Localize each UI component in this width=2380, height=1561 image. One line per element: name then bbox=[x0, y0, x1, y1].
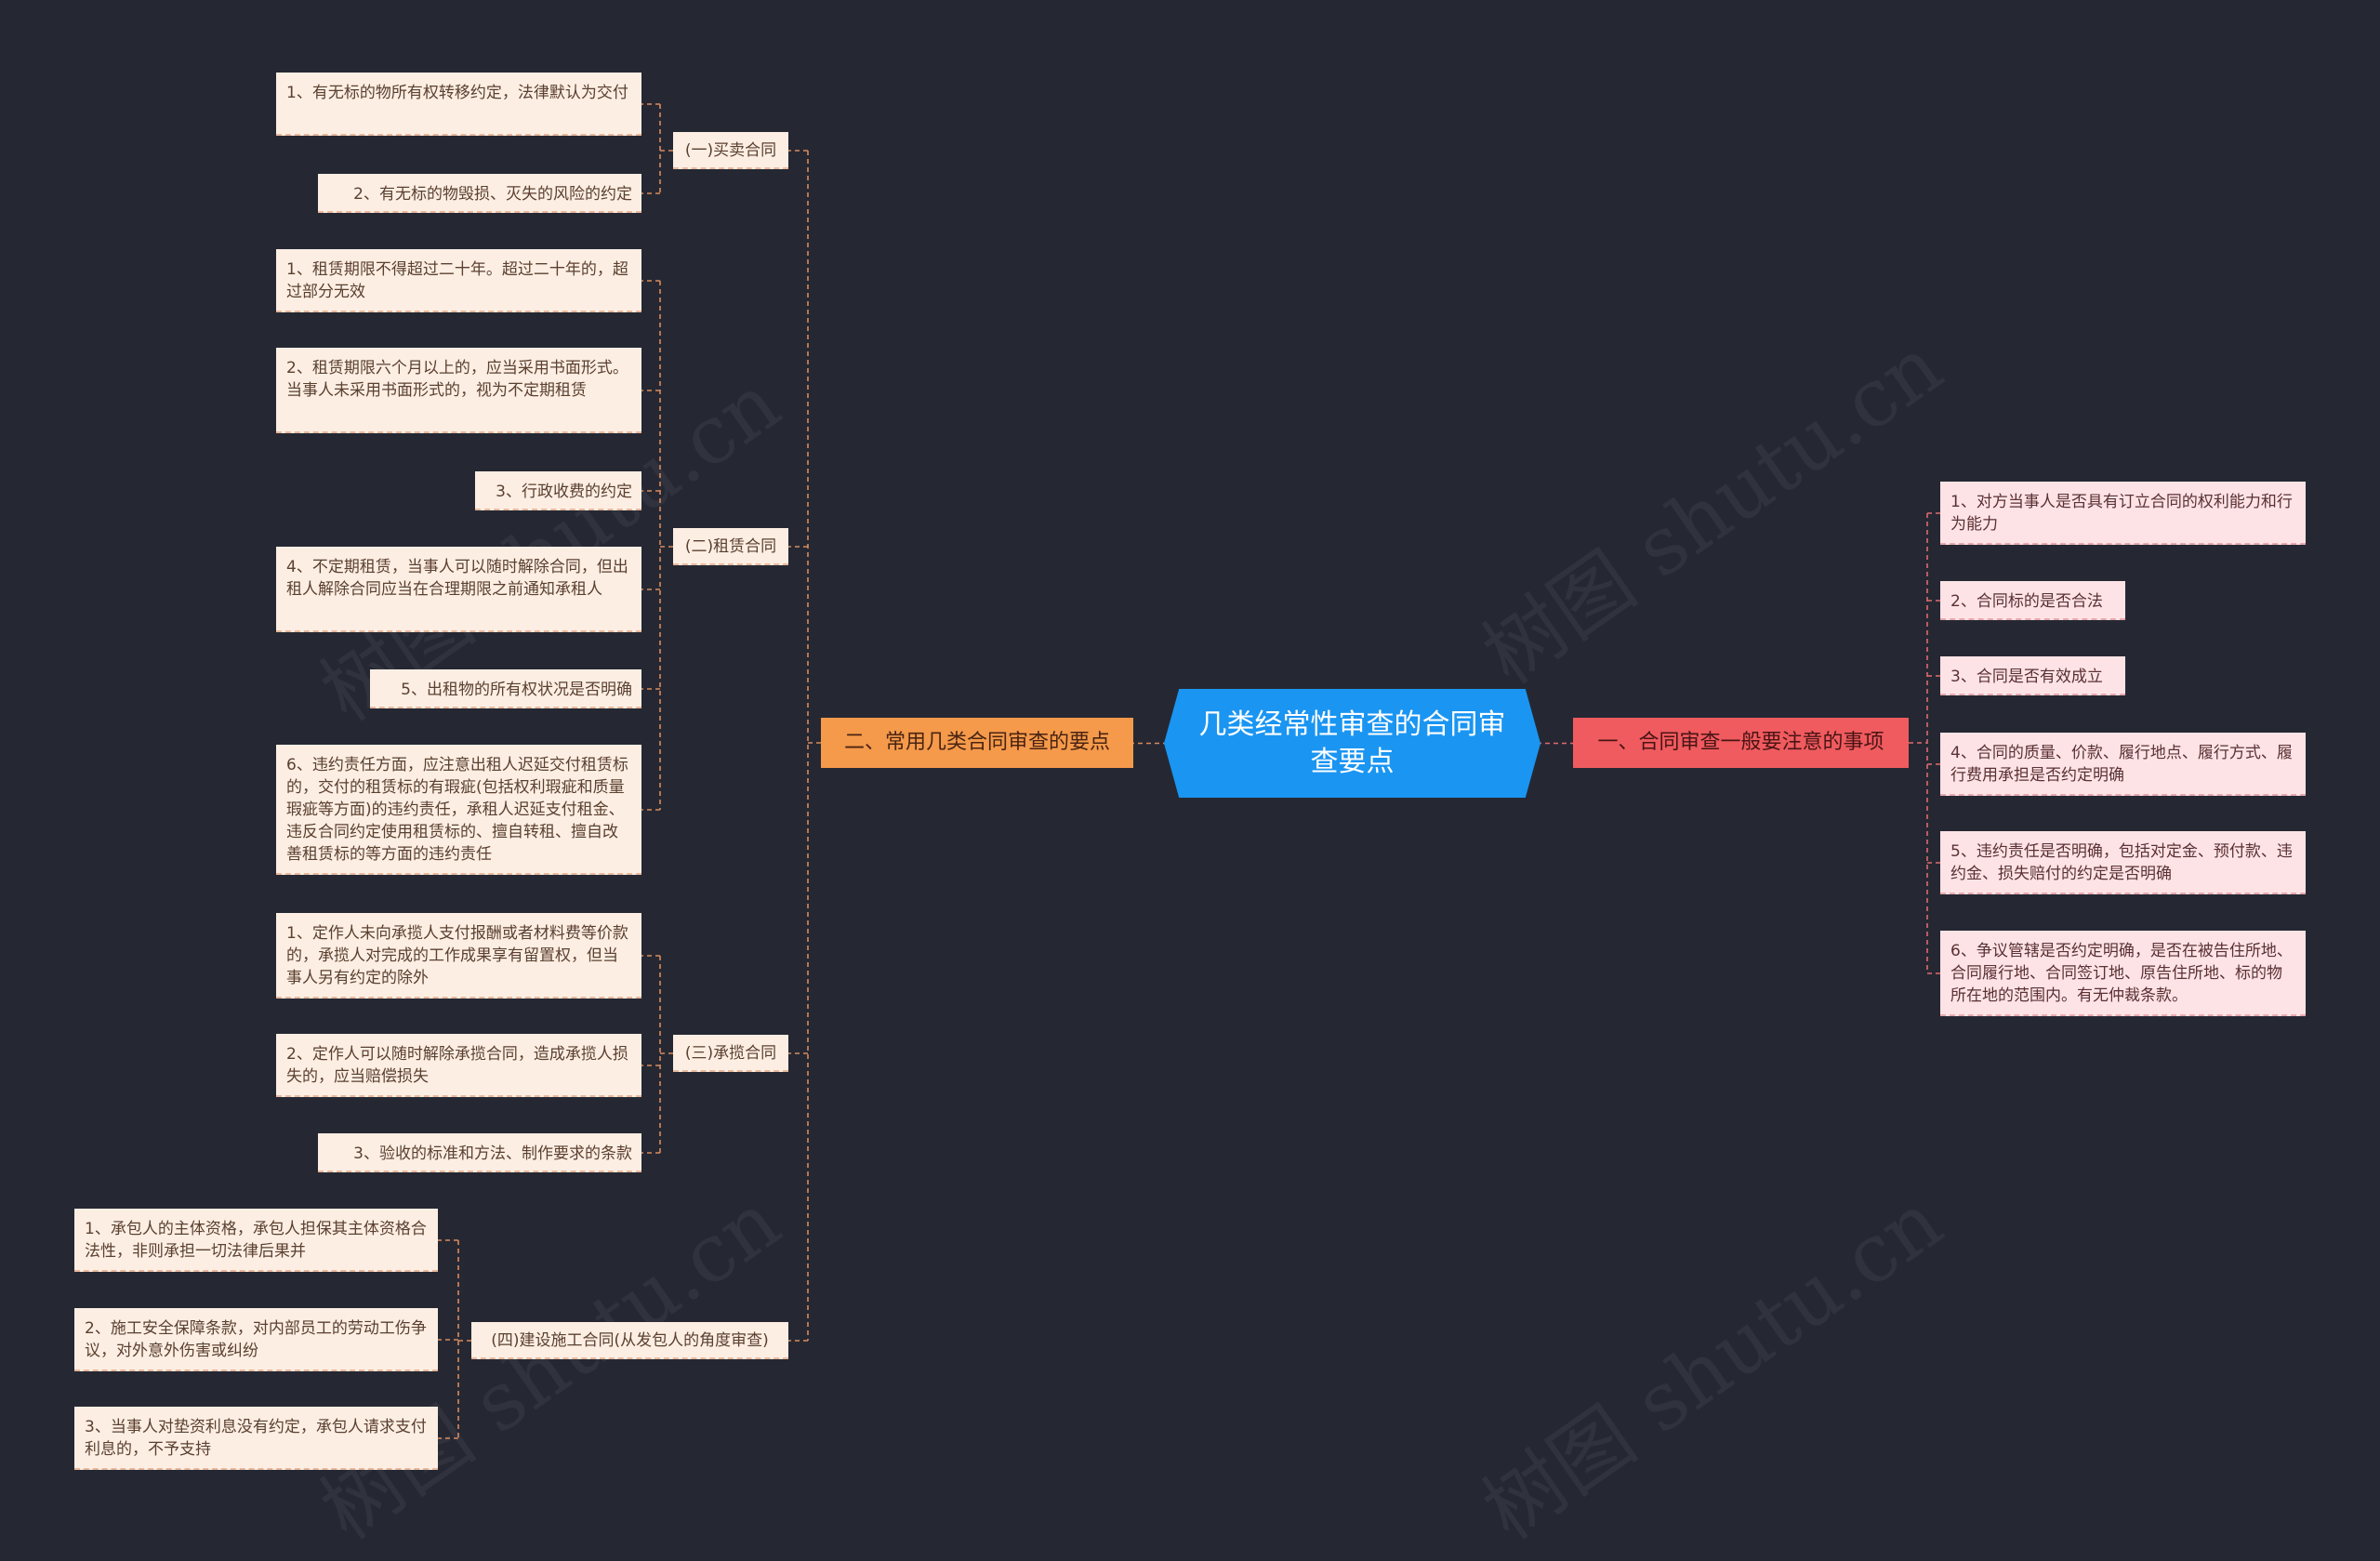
leaf-general-6[interactable]: 6、争议管辖是否约定明确，是否在被告住所地、合同履行地、合同签订地、原告住所地、… bbox=[1940, 931, 2306, 1016]
leaf-lease-2[interactable]: 2、租赁期限六个月以上的，应当采用书面形式。当事人未采用书面形式的，视为不定期租… bbox=[276, 348, 641, 433]
leaf-general-1[interactable]: 1、对方当事人是否具有订立合同的权利能力和行为能力 bbox=[1940, 482, 2306, 545]
branch-general-notes[interactable]: 一、合同审查一般要注意的事项 bbox=[1573, 718, 1909, 768]
leaf-lease-4[interactable]: 4、不定期租赁，当事人可以随时解除合同，但出租人解除合同应当在合理期限之前通知承… bbox=[276, 547, 641, 632]
leaf-lease-5[interactable]: 5、出租物的所有权状况是否明确 bbox=[370, 669, 641, 708]
leaf-lease-6[interactable]: 6、违约责任方面，应注意出租人迟延交付租赁标的，交付的租赁标的有瑕疵(包括权利瑕… bbox=[276, 745, 641, 875]
leaf-sales-2[interactable]: 2、有无标的物毁损、灭失的风险的约定 bbox=[318, 174, 641, 213]
branch-common-contracts[interactable]: 二、常用几类合同审查的要点 bbox=[821, 718, 1133, 768]
leaf-construction-3[interactable]: 3、当事人对垫资利息没有约定，承包人请求支付利息的，不予支持 bbox=[74, 1407, 438, 1470]
leaf-general-3[interactable]: 3、合同是否有效成立 bbox=[1940, 656, 2125, 695]
leaf-construction-2[interactable]: 2、施工安全保障条款，对内部员工的劳动工伤争议，对外意外伤害或纠纷 bbox=[74, 1308, 438, 1371]
leaf-work-2[interactable]: 2、定作人可以随时解除承揽合同，造成承揽人损失的，应当赔偿损失 bbox=[276, 1034, 641, 1097]
group-work-contract[interactable]: (三)承揽合同 bbox=[673, 1035, 788, 1072]
leaf-general-4[interactable]: 4、合同的质量、价款、履行地点、履行方式、履行费用承担是否约定明确 bbox=[1940, 733, 2306, 796]
leaf-lease-3[interactable]: 3、行政收费的约定 bbox=[475, 471, 641, 510]
leaf-lease-1[interactable]: 1、租赁期限不得超过二十年。超过二十年的，超过部分无效 bbox=[276, 249, 641, 312]
root-topic[interactable]: 几类经常性审查的合同审查要点 bbox=[1164, 689, 1540, 798]
leaf-general-5[interactable]: 5、违约责任是否明确，包括对定金、预付款、违约金、损失赔付的约定是否明确 bbox=[1940, 831, 2306, 894]
root-topic-label: 几类经常性审查的合同审查要点 bbox=[1198, 708, 1506, 778]
leaf-work-3[interactable]: 3、验收的标准和方法、制作要求的条款 bbox=[318, 1133, 641, 1172]
group-construction-contract[interactable]: (四)建设施工合同(从发包人的角度审查) bbox=[471, 1322, 788, 1359]
group-sales-contract[interactable]: (一)买卖合同 bbox=[673, 132, 788, 169]
leaf-general-2[interactable]: 2、合同标的是否合法 bbox=[1940, 581, 2125, 620]
group-lease-contract[interactable]: (二)租赁合同 bbox=[673, 528, 788, 565]
leaf-work-1[interactable]: 1、定作人未向承揽人支付报酬或者材料费等价款的，承揽人对完成的工作成果享有留置权… bbox=[276, 913, 641, 999]
leaf-sales-1[interactable]: 1、有无标的物所有权转移约定，法律默认为交付 bbox=[276, 73, 641, 136]
leaf-construction-1[interactable]: 1、承包人的主体资格，承包人担保其主体资格合法性，非则承担一切法律后果并 bbox=[74, 1209, 438, 1272]
